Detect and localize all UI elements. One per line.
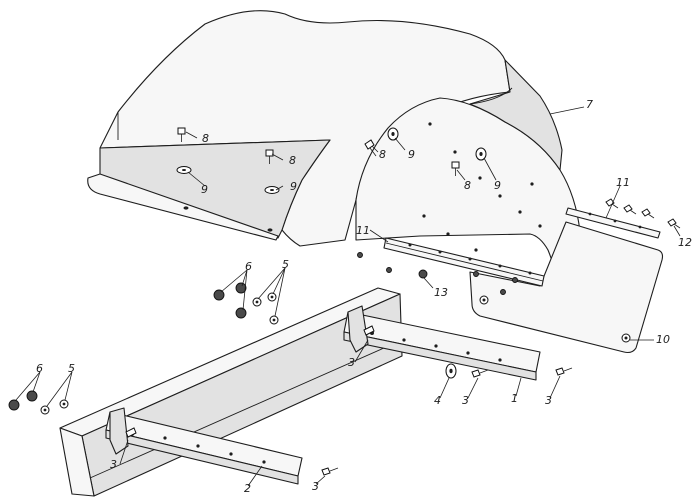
mud-flap-panel: [469, 221, 664, 354]
clamp-strip-upper: [565, 207, 661, 239]
hardware-group-lower: [8, 390, 69, 415]
callout-10: 10: [656, 333, 670, 346]
callout-1: 1: [511, 392, 518, 405]
callout-labels: 7 8 8 8 8 9 9 9 9 11 11 12 13 10 6 5 6 5…: [36, 98, 692, 495]
callout-8: 8: [202, 132, 209, 145]
bolts-12: [605, 198, 681, 229]
callout-4: 4: [434, 394, 441, 407]
callout-5: 5: [282, 258, 289, 271]
callout-9: 9: [201, 183, 208, 196]
fender-rear-band: [469, 59, 563, 171]
frame-end: [59, 427, 95, 497]
clamp-strip-lower: [383, 237, 545, 287]
bracket-1: [343, 305, 541, 381]
callout-12: 12: [678, 236, 692, 249]
callout-13: 13: [434, 286, 448, 299]
callout-7: 7: [586, 98, 593, 111]
callout-8: 8: [379, 148, 386, 161]
callout-2: 2: [244, 482, 251, 495]
leader-lines: [15, 106, 681, 487]
callout-11: 11: [356, 224, 370, 237]
callout-6: 6: [245, 260, 252, 273]
bolt-8c: [364, 139, 377, 157]
nut-13: [418, 269, 428, 279]
fender-fasteners: [176, 127, 487, 194]
callout-9: 9: [408, 148, 415, 161]
callout-6: 6: [36, 362, 43, 375]
callout-3: 3: [312, 480, 319, 493]
callout-9: 9: [290, 180, 297, 193]
callout-11: 11: [616, 176, 630, 189]
callout-3: 3: [545, 394, 552, 407]
callout-3: 3: [462, 394, 469, 407]
callout-9: 9: [494, 179, 501, 192]
bracket-2: [105, 407, 303, 485]
mud-flap: [469, 221, 664, 354]
fender-shell: [87, 10, 583, 290]
callout-3: 3: [110, 458, 117, 471]
bolt-8b: [265, 149, 274, 164]
callout-3: 3: [348, 356, 355, 369]
hardware-group-upper: [213, 282, 279, 325]
bolts-3: [321, 367, 573, 476]
callout-8: 8: [289, 154, 296, 167]
callout-8: 8: [464, 179, 471, 192]
fender-front-face: [99, 139, 331, 239]
fender-flange: [87, 173, 279, 241]
bolt-8d: [451, 161, 460, 176]
bolt-8a: [177, 127, 186, 142]
callout-5: 5: [68, 362, 75, 375]
